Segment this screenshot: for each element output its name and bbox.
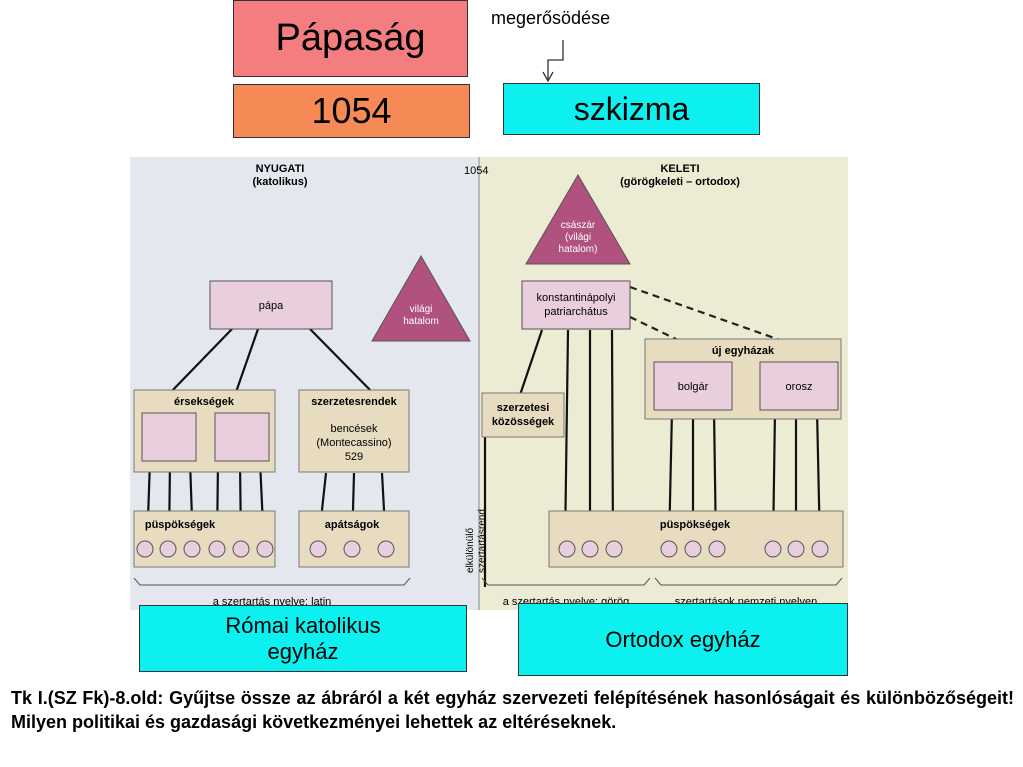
east-bishopric-circle bbox=[764, 540, 782, 558]
papacy-title: Pápaság bbox=[233, 0, 468, 77]
abbey-circle bbox=[309, 540, 327, 558]
church-structure-diagram: 1054 NYUGATI (katolikus) pápa világi hat… bbox=[130, 157, 848, 610]
archbishopric-1 bbox=[141, 412, 197, 462]
pope-label: pápa bbox=[259, 300, 284, 312]
emperor-triangle bbox=[525, 174, 631, 265]
east-title: KELETI bbox=[660, 163, 699, 175]
west-bishopric-circle bbox=[232, 540, 250, 558]
year-text: 1054 bbox=[311, 90, 392, 131]
patriarchate-box bbox=[521, 280, 631, 330]
east-bishoprics-label: püspökségek bbox=[660, 519, 731, 531]
benedictines-line1: bencések bbox=[330, 423, 378, 435]
west-bishopric-circle bbox=[183, 540, 201, 558]
west-bishopric-circle bbox=[136, 540, 154, 558]
west-subtitle: (katolikus) bbox=[252, 176, 307, 188]
schism-text: szkizma bbox=[573, 90, 690, 127]
pope-box bbox=[209, 280, 333, 330]
abbey-circle bbox=[343, 540, 361, 558]
east-dashed-connectors bbox=[629, 285, 781, 342]
patriarchate-line2: patriarchátus bbox=[544, 306, 608, 318]
strengthening-label: megerősödése bbox=[491, 8, 611, 28]
orthodox-text: Ortodox egyház bbox=[605, 626, 761, 652]
abbey-circle bbox=[377, 540, 395, 558]
abbeys-box bbox=[298, 510, 410, 568]
bulgarian-box bbox=[653, 361, 733, 411]
east-subtitle: (görögkeleti – ortodox) bbox=[620, 176, 740, 188]
separate-rite-line1: elkülönülő bbox=[465, 528, 476, 573]
west-secular-line2: hatalom bbox=[403, 316, 439, 327]
archbishopric-2 bbox=[214, 412, 270, 462]
archbishoprics-label: érsekségek bbox=[174, 396, 235, 408]
separate-rite-line2: szertartásrend bbox=[477, 509, 488, 573]
east-bishopric-circle bbox=[708, 540, 726, 558]
west-bishopric-circle bbox=[159, 540, 177, 558]
strengthening-arrow bbox=[542, 40, 564, 83]
west-title: NYUGATI bbox=[256, 163, 305, 175]
roman-catholic-box: Római katolikus egyház bbox=[139, 605, 467, 672]
east-bishopric-circle bbox=[787, 540, 805, 558]
east-bishopric-circle bbox=[605, 540, 623, 558]
schism-box: szkizma bbox=[503, 83, 760, 135]
east-bishopric-circle bbox=[811, 540, 829, 558]
monastic-orders-box bbox=[298, 389, 410, 473]
abbeys-label: apátságok bbox=[325, 519, 380, 531]
emperor-line1: császár bbox=[561, 220, 596, 231]
emperor-line3: hatalom) bbox=[559, 244, 598, 255]
monastic-communities-line2: közösségek bbox=[492, 416, 555, 428]
west-bishoprics-label: püspökségek bbox=[145, 519, 216, 531]
west-secular-power-triangle bbox=[371, 254, 471, 342]
monastic-communities-box bbox=[481, 392, 565, 438]
patriarchate-line1: konstantinápolyi bbox=[537, 292, 616, 304]
east-bishoprics-box bbox=[548, 510, 844, 568]
west-bishopric-circle bbox=[256, 540, 274, 558]
papacy-title-text: Pápaság bbox=[275, 17, 426, 59]
russian-label: orosz bbox=[786, 381, 813, 393]
west-bishopric-circle bbox=[208, 540, 226, 558]
east-bishopric-circle bbox=[581, 540, 599, 558]
year-box: 1054 bbox=[233, 84, 470, 138]
west-bishoprics-box bbox=[133, 510, 276, 568]
assignment-question: Tk I.(SZ Fk)-8.old: Gyűjtse össze az ábr… bbox=[11, 688, 1014, 732]
emperor-line2: (világi bbox=[565, 232, 591, 243]
benedictines-line2: (Montecassino) bbox=[316, 437, 391, 449]
east-bishopric-circle bbox=[684, 540, 702, 558]
russian-box bbox=[759, 361, 839, 411]
east-bishopric-circle bbox=[660, 540, 678, 558]
east-national-bracket bbox=[654, 577, 843, 586]
new-churches-label: új egyházak bbox=[712, 345, 775, 357]
divider-year: 1054 bbox=[464, 165, 488, 177]
roman-catholic-text: Római katolikus egyház bbox=[225, 612, 381, 664]
monastic-communities-line1: szerzetesi bbox=[497, 402, 550, 414]
orthodox-box: Ortodox egyház bbox=[518, 603, 848, 676]
monastic-orders-label: szerzetesrendek bbox=[311, 396, 397, 408]
east-greek-bracket bbox=[481, 577, 651, 586]
east-bishopric-circle bbox=[558, 540, 576, 558]
bulgarian-label: bolgár bbox=[678, 381, 709, 393]
west-bracket bbox=[133, 577, 411, 586]
benedictines-line3: 529 bbox=[345, 451, 363, 463]
west-secular-line1: világi bbox=[410, 304, 433, 315]
